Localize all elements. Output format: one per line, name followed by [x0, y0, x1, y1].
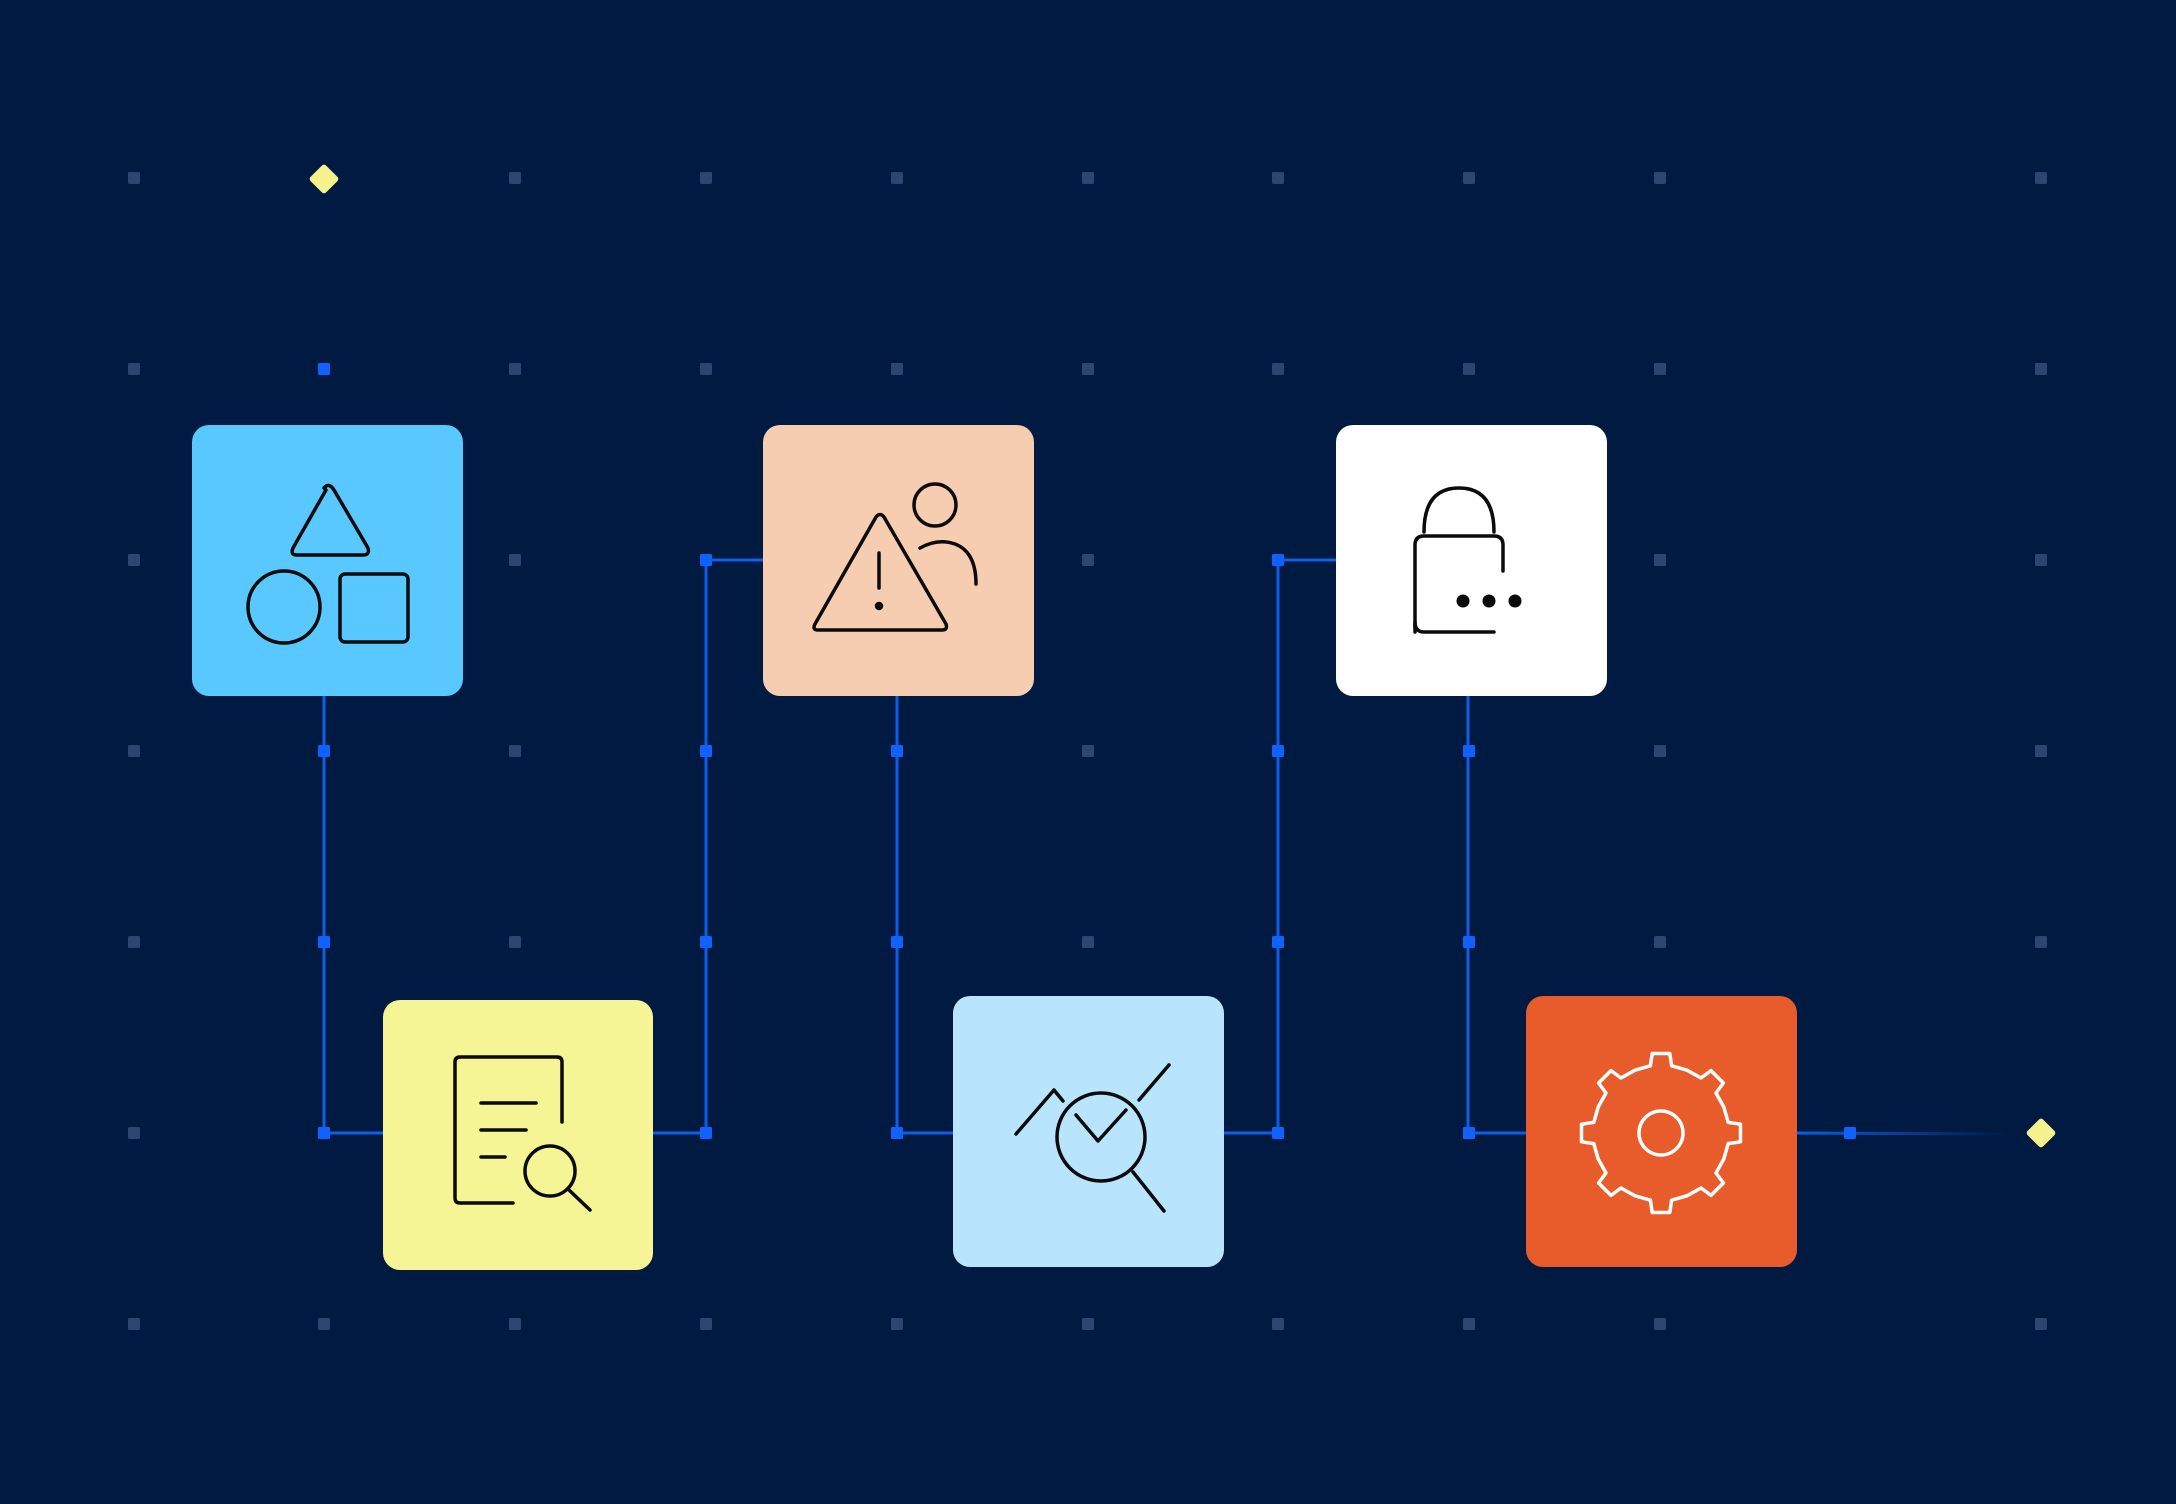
- alert-user-card: [763, 425, 1034, 696]
- junction-marker: [700, 554, 712, 566]
- junction-marker: [1272, 1127, 1284, 1139]
- settings-card: [1526, 996, 1797, 1267]
- grid-dot: [1463, 172, 1475, 184]
- grid-dot: [1463, 363, 1475, 375]
- document-search-card: [383, 1000, 653, 1270]
- grid-dot: [128, 745, 140, 757]
- grid-dot: [1082, 745, 1094, 757]
- grid-dot: [509, 554, 521, 566]
- warning-user-icon: [812, 482, 978, 632]
- grid-dot: [2035, 1318, 2047, 1330]
- grid-dot: [128, 363, 140, 375]
- grid-dot: [1272, 363, 1284, 375]
- grid-dot: [1654, 745, 1666, 757]
- grid-dot: [1272, 172, 1284, 184]
- grid-dot: [1654, 554, 1666, 566]
- grid-dot: [2035, 554, 2047, 566]
- junction-marker: [1463, 1127, 1475, 1139]
- grid-dot: [891, 363, 903, 375]
- document-search-icon: [453, 1055, 592, 1212]
- end-diamond: [2026, 1118, 2056, 1148]
- grid-dot: [700, 172, 712, 184]
- grid-dot: [2035, 363, 2047, 375]
- grid-dot: [1654, 1318, 1666, 1330]
- grid-dot: [509, 936, 521, 948]
- gear-icon: [1579, 1051, 1743, 1215]
- grid-dot: [1082, 554, 1094, 566]
- connector-document-to-alert: [652, 558, 764, 1135]
- chart-magnifier-icon: [1014, 1063, 1171, 1213]
- junction-marker: [1272, 745, 1284, 757]
- grid-dot: [509, 172, 521, 184]
- grid-dot: [700, 363, 712, 375]
- grid-dot: [1272, 1318, 1284, 1330]
- junction-markers: [318, 363, 1856, 1139]
- grid-dot: [891, 1318, 903, 1330]
- junction-marker: [891, 936, 903, 948]
- junction-marker: [700, 745, 712, 757]
- junction-marker: [1463, 936, 1475, 948]
- junction-marker: [1463, 745, 1475, 757]
- grid-dot: [128, 172, 140, 184]
- junction-marker: [318, 745, 330, 757]
- connector-chart-to-lock: [1223, 558, 1336, 1135]
- grid-dot: [700, 1318, 712, 1330]
- grid-dot: [1082, 363, 1094, 375]
- grid-dot: [318, 1318, 330, 1330]
- grid-dot: [1463, 1318, 1475, 1330]
- lock-password-icon: [1413, 486, 1522, 634]
- grid-dot: [1082, 1318, 1094, 1330]
- junction-marker: [1272, 936, 1284, 948]
- junction-marker: [318, 1127, 330, 1139]
- junction-marker: [1272, 554, 1284, 566]
- grid-dot: [2035, 745, 2047, 757]
- grid-dot: [509, 1318, 521, 1330]
- shapes-card: [192, 425, 463, 696]
- junction-marker: [891, 1127, 903, 1139]
- grid-dot: [1654, 363, 1666, 375]
- junction-marker: [700, 1127, 712, 1139]
- grid-dot: [1082, 172, 1094, 184]
- grid-dot: [128, 936, 140, 948]
- junction-marker: [700, 936, 712, 948]
- grid-dot: [128, 554, 140, 566]
- grid-dot: [2035, 936, 2047, 948]
- junction-marker: [318, 936, 330, 948]
- grid-dot: [509, 363, 521, 375]
- junction-marker: [1844, 1127, 1856, 1139]
- grid-dot: [128, 1318, 140, 1330]
- junction-marker: [891, 745, 903, 757]
- grid-dot: [2035, 172, 2047, 184]
- grid-dot: [1654, 936, 1666, 948]
- grid-dot: [509, 745, 521, 757]
- junction-marker: [318, 363, 330, 375]
- grid-dot: [128, 1127, 140, 1139]
- grid-dot: [1082, 936, 1094, 948]
- connector-end: [1795, 1131, 2011, 1136]
- secure-password-card: [1336, 425, 1607, 696]
- start-diamond: [309, 164, 339, 194]
- grid-dot: [891, 172, 903, 184]
- shapes-icon: [246, 483, 410, 645]
- grid-dot: [1654, 172, 1666, 184]
